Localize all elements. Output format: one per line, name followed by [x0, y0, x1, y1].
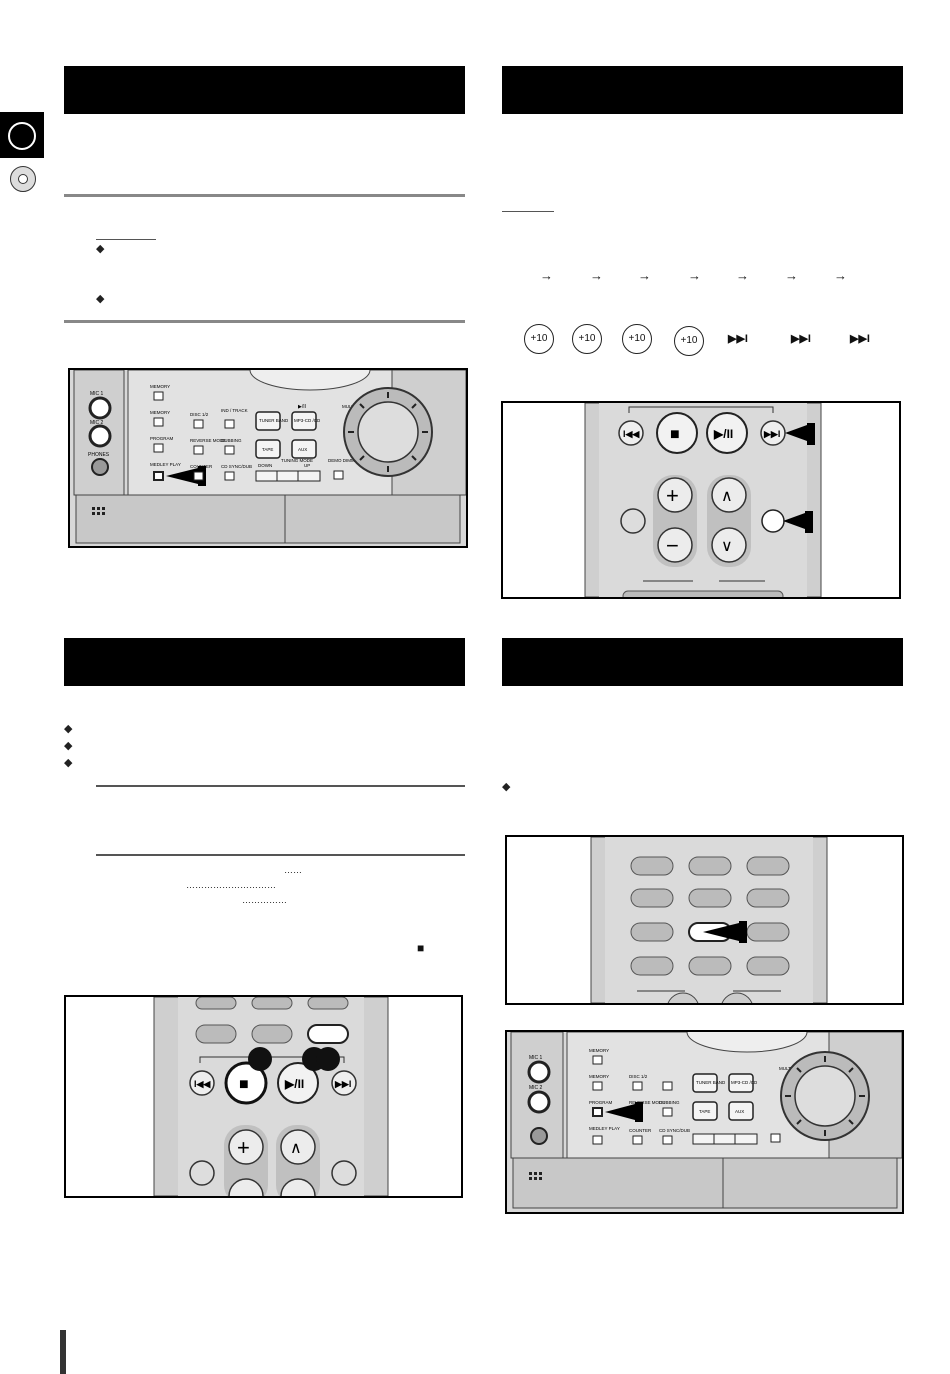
arrow-icon: → [638, 268, 651, 283]
dotted-leader: …………… [242, 895, 287, 905]
underline [96, 239, 156, 240]
label-tuning-mode: TUNING MODE [281, 458, 313, 463]
up-icon: ∧ [290, 1140, 302, 1157]
underline [502, 211, 554, 212]
label-up: UP [304, 463, 310, 468]
label-disc: DISC 1/2 [190, 412, 209, 417]
label-dubbing: DUBBING [221, 438, 242, 443]
language-tab [0, 112, 44, 158]
label-program: PROGRAM [150, 436, 174, 441]
down-icon: ∨ [721, 538, 733, 555]
label-memory2: MEMORY [589, 1074, 609, 1079]
divider [64, 194, 465, 197]
sequence-arrows: → → → → → → → [540, 268, 870, 286]
stop-icon: ■ [670, 426, 680, 443]
divider [96, 854, 465, 856]
plus10-button-icon: +10 [674, 326, 704, 356]
disc-icon [10, 166, 36, 192]
prev-icon: I◀◀ [194, 1079, 211, 1089]
circle-outline-icon [8, 122, 36, 150]
arrow-icon: → [736, 268, 749, 283]
divider [96, 785, 465, 787]
page-number-bar [60, 1330, 66, 1374]
label-memory2: MEMORY [150, 410, 170, 415]
stop-icon: ■ [239, 1076, 249, 1093]
section-heading-bar [502, 66, 903, 114]
label-medley-play: MEDLEY PLAY [589, 1126, 620, 1131]
label-mic1: MIC 1 [90, 391, 104, 397]
arrow-icon: → [590, 268, 603, 283]
play-pause-icon: ▶/II [713, 427, 733, 441]
next-icon: ▶▶I [334, 1079, 351, 1089]
plus-icon: + [666, 483, 679, 508]
front-panel-illustration: MIC 1 MIC 2 PHONES MEMORY MEMORY PROGRAM… [68, 368, 468, 548]
skip-next-icon: ▶▶I [791, 333, 811, 345]
label-mp3cd: MP3-CD /CD [294, 418, 321, 423]
up-icon: ∧ [721, 488, 733, 505]
label-counter: COUNTER [190, 464, 213, 469]
remote-keypad-illustration [505, 835, 904, 1005]
label-tuner: TUNER BAND [259, 418, 289, 423]
label-aux: AUX [298, 447, 307, 452]
label-demo: DEMO DIMMER [328, 458, 362, 463]
stop-symbol-icon: ■ [417, 941, 425, 955]
label-mp3cd: MP3-CD /CD [731, 1080, 758, 1085]
label-memory: MEMORY [589, 1048, 609, 1053]
label-ind: IND / TRACK [221, 408, 248, 413]
plus-icon: + [237, 1135, 250, 1160]
diamond-bullet-icon: ◆ [64, 740, 73, 752]
label-reverse: REVERSE MODE [190, 438, 226, 443]
divider [64, 320, 465, 323]
remote-illustration: I◀◀ ■ ▶/II ▶▶I + ∧ [64, 995, 463, 1198]
label-mic2: MIC 2 [529, 1085, 543, 1091]
label-medley-play: MEDLEY PLAY [150, 462, 181, 467]
label-mic1: MIC 1 [529, 1055, 543, 1061]
label-aux: AUX [735, 1109, 744, 1114]
diamond-bullet-icon: ◆ [502, 781, 511, 793]
label-cd-sync: CD SYNC/DUB [221, 464, 252, 469]
label-program: PROGRAM [589, 1100, 613, 1105]
section-heading-bar [64, 638, 465, 686]
section-heading-bar [64, 66, 465, 114]
label-memory: MEMORY [150, 384, 170, 389]
plus10-button-icon: +10 [572, 324, 602, 354]
plus10-button-icon: +10 [524, 324, 554, 354]
label-dubbing: DUBBING [659, 1100, 680, 1105]
diamond-bullet-icon: ◆ [64, 757, 73, 769]
arrow-icon: → [540, 268, 553, 283]
prev-icon: I◀◀ [623, 429, 640, 439]
section-heading-bar [502, 638, 903, 686]
minus-icon: − [666, 533, 679, 558]
dotted-leader: ………………………… [186, 880, 276, 890]
label-reverse: REVERSE MODE [629, 1100, 665, 1105]
label-tape: TAPE [699, 1109, 710, 1114]
remote-illustration: I◀◀ ■ ▶/II ▶▶I + − ∧ ∨ [501, 401, 901, 599]
skip-next-icon: ▶▶I [850, 333, 870, 345]
arrow-icon: → [688, 268, 701, 283]
diamond-bullet-icon: ◆ [96, 293, 105, 305]
diamond-bullet-icon: ◆ [64, 723, 73, 735]
play-pause-icon: ▶/II [284, 1077, 304, 1091]
arrow-icon: → [834, 268, 847, 283]
plus10-button-icon: +10 [622, 324, 652, 354]
front-panel-illustration: MIC 1 MIC 2 MEMORY MEMORY PROGRAM MEDLEY… [505, 1030, 904, 1214]
diamond-bullet-icon: ◆ [96, 243, 105, 255]
dotted-leader: …… [284, 865, 302, 875]
label-mic2: MIC 2 [90, 420, 104, 426]
label-play-pause: ▶/II [298, 404, 306, 410]
label-counter: COUNTER [629, 1128, 652, 1133]
label-cd-sync: CD SYNC/DUB [659, 1128, 690, 1133]
label-down: DOWN [258, 463, 272, 468]
label-tape: TAPE [262, 447, 273, 452]
label-phones: PHONES [88, 452, 110, 458]
arrow-icon: → [785, 268, 798, 283]
skip-next-icon: ▶▶I [728, 333, 748, 345]
label-tuner: TUNER BAND [696, 1080, 726, 1085]
next-icon: ▶▶I [763, 429, 780, 439]
label-disc: DISC 1/2 [629, 1074, 648, 1079]
